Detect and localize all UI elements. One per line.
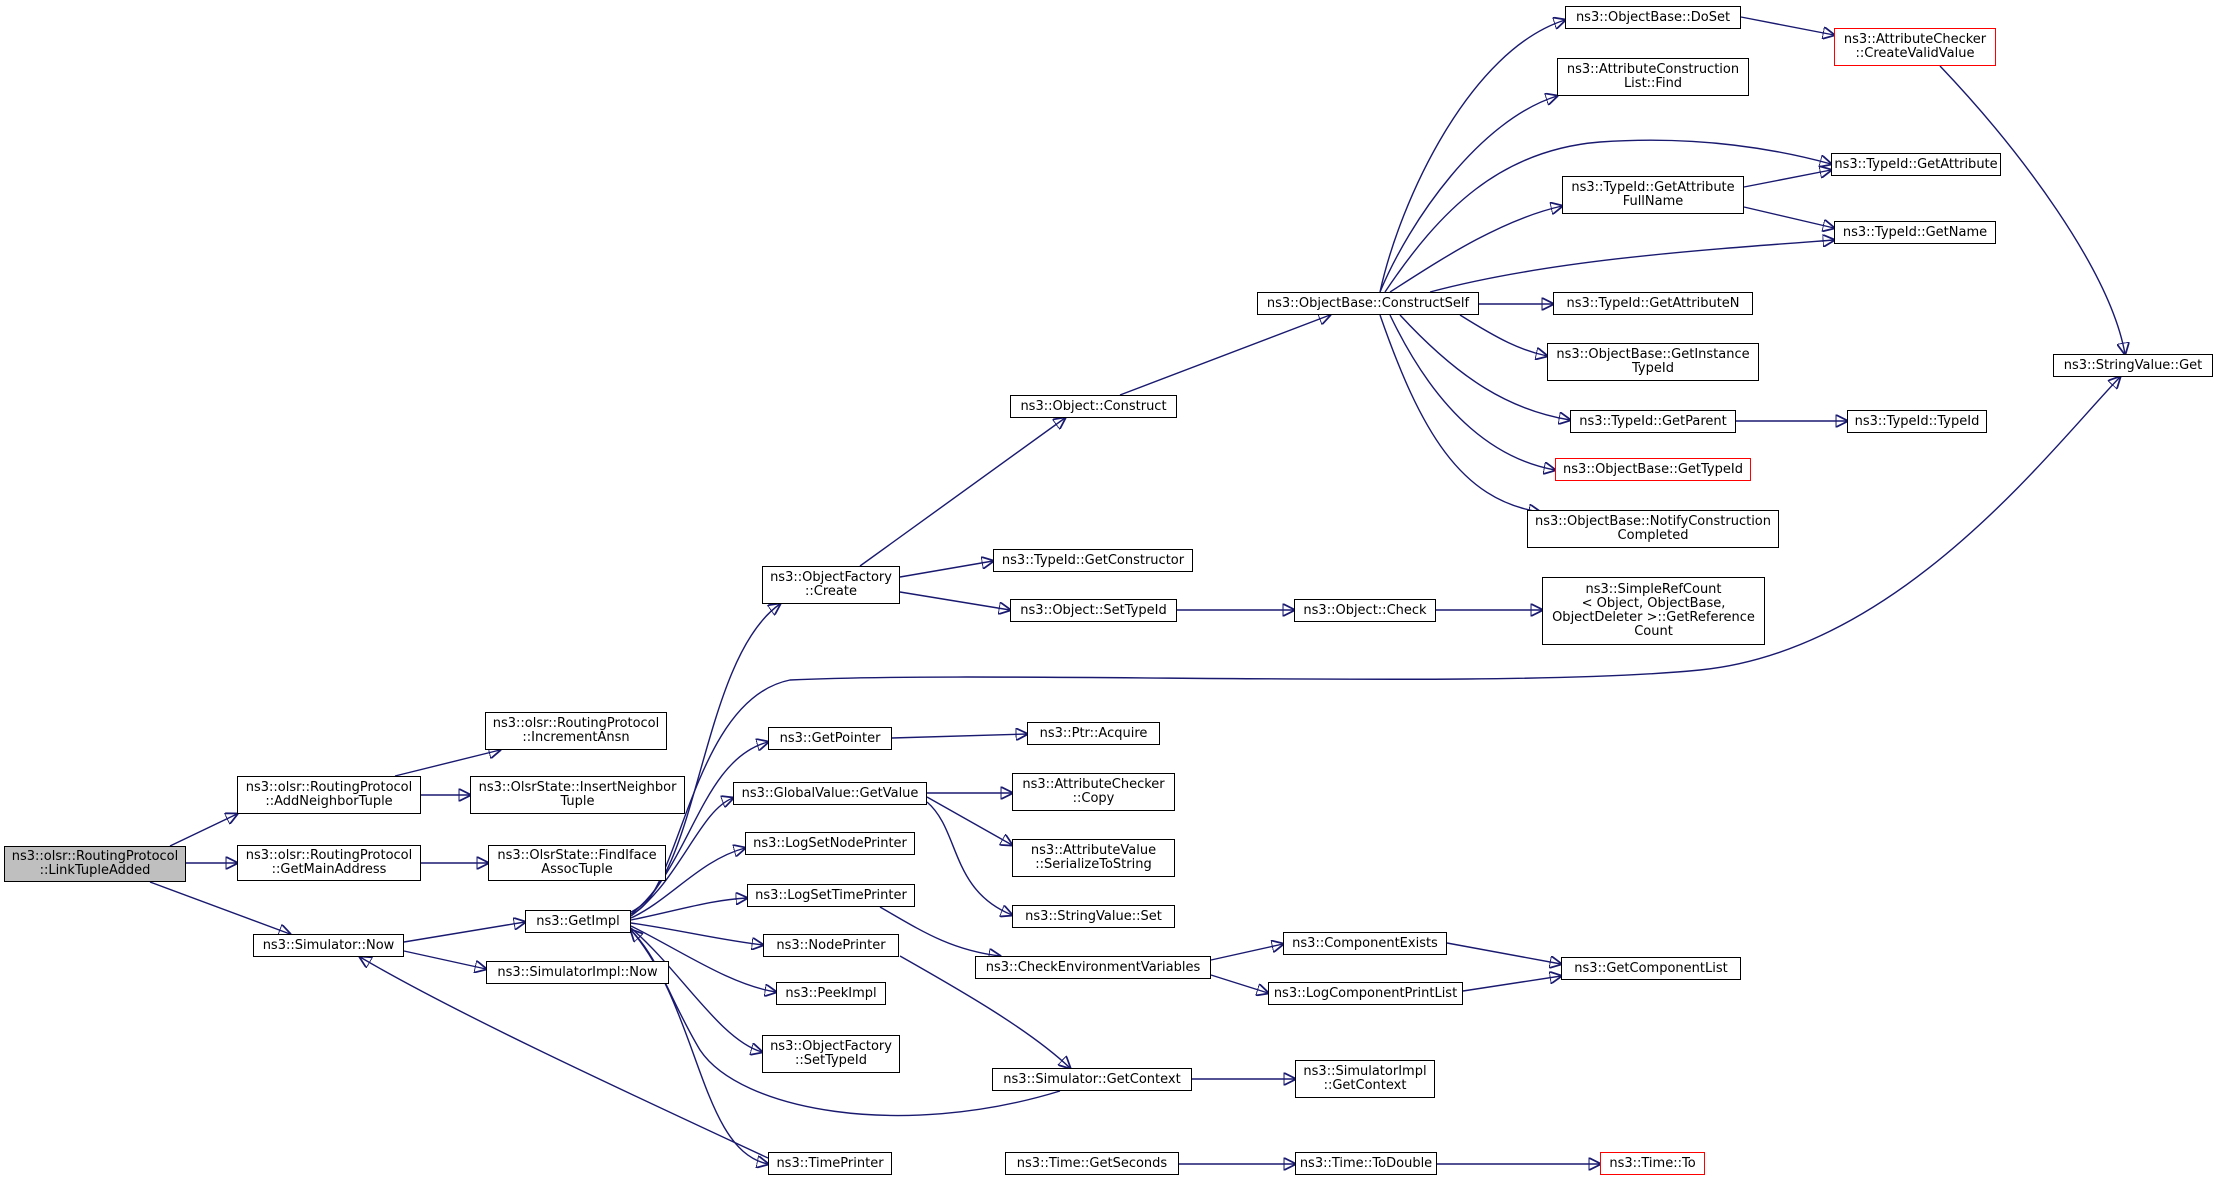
node-attr-construction-list-find[interactable]: ns3::AttributeConstruction List::Find bbox=[1557, 58, 1749, 96]
e-cev-ce bbox=[1210, 944, 1283, 961]
node-string-value-set[interactable]: ns3::StringValue::Set bbox=[1012, 905, 1175, 928]
e-lta-now bbox=[149, 881, 290, 934]
node-log-component-print-list[interactable]: ns3::LogComponentPrintList bbox=[1268, 982, 1463, 1005]
node-type-id-get-constructor[interactable]: ns3::TypeId::GetConstructor bbox=[993, 549, 1193, 572]
e-ant-inc bbox=[394, 750, 500, 777]
node-construct-self[interactable]: ns3::ObjectBase::ConstructSelf bbox=[1257, 292, 1479, 315]
e-ce-gcl bbox=[1446, 942, 1561, 964]
node-type-id-get-name[interactable]: ns3::TypeId::GetName bbox=[1834, 221, 1996, 244]
node-find-iface-assoc-tuple[interactable]: ns3::OlsrState::FindIface AssocTuple bbox=[488, 845, 666, 881]
e-cs-tga bbox=[1384, 139, 1831, 293]
e-lcpl-gcl bbox=[1462, 976, 1561, 992]
e-cs-gp bbox=[1399, 314, 1570, 420]
node-get-impl[interactable]: ns3::GetImpl bbox=[525, 910, 631, 933]
node-simple-ref-count-get-reference-count[interactable]: ns3::SimpleRefCount < Object, ObjectBase… bbox=[1542, 577, 1765, 645]
e-cs-gti bbox=[1389, 314, 1555, 470]
e-cs-acl bbox=[1379, 96, 1557, 293]
node-get-pointer[interactable]: ns3::GetPointer bbox=[768, 727, 892, 750]
e-cs-git bbox=[1459, 314, 1547, 356]
node-type-id-get-parent[interactable]: ns3::TypeId::GetParent bbox=[1570, 410, 1736, 433]
e-cs-tgn bbox=[1429, 240, 1834, 293]
node-object-construct[interactable]: ns3::Object::Construct bbox=[1010, 395, 1177, 418]
node-attribute-checker-create-valid-value[interactable]: ns3::AttributeChecker ::CreateValidValue bbox=[1834, 28, 1996, 66]
e-ggv-avs bbox=[926, 796, 1012, 845]
node-get-component-list[interactable]: ns3::GetComponentList bbox=[1561, 957, 1741, 980]
node-log-set-time-printer[interactable]: ns3::LogSetTimePrinter bbox=[747, 884, 915, 907]
node-type-id-get-attribute-full-name[interactable]: ns3::TypeId::GetAttribute FullName bbox=[1562, 176, 1744, 214]
node-object-base-get-instance-type-id[interactable]: ns3::ObjectBase::GetInstance TypeId bbox=[1547, 343, 1759, 381]
node-object-base-do-set[interactable]: ns3::ObjectBase::DoSet bbox=[1565, 6, 1741, 29]
node-time-to-double[interactable]: ns3::Time::ToDouble bbox=[1295, 1152, 1437, 1175]
e-lstp-cev bbox=[879, 906, 1000, 956]
node-link-tuple-added[interactable]: ns3::olsr::RoutingProtocol ::LinkTupleAd… bbox=[4, 846, 186, 882]
node-object-factory-set-type-id[interactable]: ns3::ObjectFactory ::SetTypeId bbox=[762, 1035, 900, 1073]
node-ptr-acquire[interactable]: ns3::Ptr::Acquire bbox=[1027, 722, 1160, 745]
node-node-printer[interactable]: ns3::NodePrinter bbox=[763, 934, 899, 957]
node-object-set-type-id[interactable]: ns3::Object::SetTypeId bbox=[1010, 599, 1177, 622]
node-type-id-type-id[interactable]: ns3::TypeId::TypeId bbox=[1847, 410, 1987, 433]
e-cs-doset bbox=[1379, 20, 1565, 293]
e-cev-lcpl bbox=[1210, 974, 1268, 993]
e-tp-now bbox=[360, 957, 769, 1159]
e-getimpl-lstp bbox=[630, 898, 747, 921]
node-check-env-vars[interactable]: ns3::CheckEnvironmentVariables bbox=[975, 956, 1211, 979]
e-gafn-tgn bbox=[1743, 206, 1834, 228]
e-now-simnow bbox=[403, 950, 486, 969]
node-global-value-get-value[interactable]: ns3::GlobalValue::GetValue bbox=[733, 782, 927, 805]
node-peek-impl[interactable]: ns3::PeekImpl bbox=[776, 982, 886, 1005]
e-ofc-ost bbox=[899, 591, 1010, 610]
node-increment-ansn[interactable]: ns3::olsr::RoutingProtocol ::IncrementAn… bbox=[485, 712, 667, 750]
node-component-exists[interactable]: ns3::ComponentExists bbox=[1283, 932, 1447, 955]
node-object-base-get-type-id[interactable]: ns3::ObjectBase::GetTypeId bbox=[1555, 458, 1751, 481]
node-time-get-seconds[interactable]: ns3::Time::GetSeconds bbox=[1005, 1152, 1179, 1175]
node-simulator-now[interactable]: ns3::Simulator::Now bbox=[253, 934, 404, 957]
node-object-check[interactable]: ns3::Object::Check bbox=[1294, 599, 1436, 622]
node-attribute-checker-copy[interactable]: ns3::AttributeChecker ::Copy bbox=[1012, 773, 1175, 811]
node-add-neighbor-tuple[interactable]: ns3::olsr::RoutingProtocol ::AddNeighbor… bbox=[237, 776, 421, 814]
e-getimpl-np bbox=[630, 922, 763, 945]
e-getimpl-svget bbox=[630, 377, 2120, 915]
node-type-id-get-attribute-n[interactable]: ns3::TypeId::GetAttributeN bbox=[1553, 292, 1753, 315]
e-ofc-tgc bbox=[899, 561, 993, 578]
node-object-factory-create[interactable]: ns3::ObjectFactory ::Create bbox=[762, 566, 900, 604]
e-lta-ant bbox=[169, 814, 237, 847]
e-ofc-oc bbox=[859, 418, 1065, 567]
node-simulator-get-context[interactable]: ns3::Simulator::GetContext bbox=[992, 1068, 1192, 1091]
e-ggv-svs bbox=[926, 801, 1012, 915]
e-oc-cs bbox=[1119, 315, 1330, 396]
node-insert-neighbor-tuple[interactable]: ns3::OlsrState::InsertNeighbor Tuple bbox=[470, 776, 685, 814]
e-getimpl-ofs bbox=[630, 927, 762, 1052]
e-now-getimpl bbox=[403, 922, 525, 943]
node-string-value-get[interactable]: ns3::StringValue::Get bbox=[2053, 354, 2213, 377]
e-cs-ncc bbox=[1379, 314, 1540, 512]
node-simulator-impl-now[interactable]: ns3::SimulatorImpl::Now bbox=[486, 961, 669, 984]
e-getimpl-lsnp bbox=[630, 848, 745, 919]
node-get-main-address[interactable]: ns3::olsr::RoutingProtocol ::GetMainAddr… bbox=[237, 845, 421, 881]
node-type-id-get-attribute[interactable]: ns3::TypeId::GetAttribute bbox=[1831, 153, 2001, 176]
e-cvv-svget bbox=[1939, 65, 2125, 354]
e-doset-cvv bbox=[1740, 16, 1834, 35]
e-gp-pa bbox=[891, 734, 1027, 738]
node-attribute-value-serialize[interactable]: ns3::AttributeValue ::SerializeToString bbox=[1012, 839, 1175, 877]
e-gafn-tga bbox=[1743, 170, 1831, 188]
e-cs-gafn bbox=[1389, 206, 1562, 293]
e-np-gc bbox=[899, 955, 1070, 1068]
e-getimpl-gp bbox=[630, 742, 768, 915]
node-log-set-node-printer[interactable]: ns3::LogSetNodePrinter bbox=[745, 832, 915, 855]
node-time-printer[interactable]: ns3::TimePrinter bbox=[768, 1152, 892, 1175]
node-simulator-impl-get-context[interactable]: ns3::SimulatorImpl ::GetContext bbox=[1295, 1060, 1435, 1098]
e-getimpl-pi bbox=[630, 925, 776, 992]
node-time-to[interactable]: ns3::Time::To bbox=[1600, 1152, 1705, 1175]
node-object-base-notify-construction-completed[interactable]: ns3::ObjectBase::NotifyConstruction Comp… bbox=[1527, 510, 1779, 548]
